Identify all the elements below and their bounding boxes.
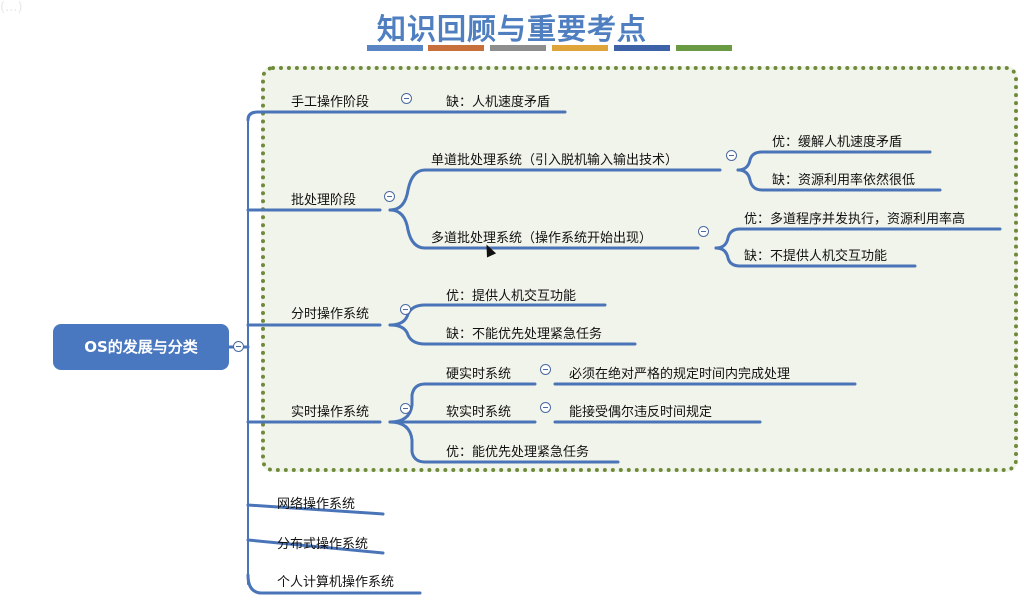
root-node[interactable]: OS的发展与分类 — [53, 324, 229, 370]
node-timesharing[interactable]: 分时操作系统 — [291, 307, 370, 322]
collapse-icon[interactable] — [698, 226, 709, 237]
title-bar-1 — [367, 45, 423, 51]
watermark-text: (...) — [0, 0, 23, 15]
node-soft-desc[interactable]: 能接受偶尔违反时间规定 — [569, 405, 713, 420]
collapse-icon[interactable] — [400, 304, 411, 315]
title-bar-3 — [490, 45, 546, 51]
node-single-pro[interactable]: 优：缓解人机速度矛盾 — [772, 135, 903, 150]
collapse-icon[interactable] — [540, 364, 551, 375]
underline-single — [388, 168, 722, 212]
title-bar-4 — [552, 45, 608, 51]
node-personal[interactable]: 个人计算机操作系统 — [277, 575, 395, 590]
node-multi[interactable]: 多道批处理系统（操作系统开始出现） — [431, 231, 653, 246]
node-ts-pro[interactable]: 优：提供人机交互功能 — [446, 289, 577, 304]
collapse-icon[interactable] — [400, 403, 411, 414]
title-bar-2 — [428, 45, 484, 51]
node-manual[interactable]: 手工操作阶段 — [291, 95, 370, 110]
underline-ts-con — [388, 323, 637, 346]
underline-multi-con — [714, 246, 917, 268]
collapse-icon[interactable] — [233, 341, 244, 352]
node-soft[interactable]: 软实时系统 — [446, 405, 512, 420]
collapse-icon[interactable] — [384, 191, 395, 202]
collapse-icon[interactable] — [540, 402, 551, 413]
node-network[interactable]: 网络操作系统 — [277, 497, 356, 512]
underline-network — [246, 503, 385, 516]
node-multi-pro[interactable]: 优：多道程序并发执行，资源利用率高 — [744, 212, 966, 227]
collapse-icon[interactable] — [401, 93, 412, 104]
node-manual-con[interactable]: 缺：人机速度矛盾 — [446, 95, 551, 110]
title-bar-6 — [676, 45, 732, 51]
node-multi-con[interactable]: 缺：不提供人机交互功能 — [744, 249, 888, 264]
underline-multi-pro — [714, 227, 1002, 250]
collapse-icon[interactable] — [726, 150, 737, 161]
underline-hard — [388, 382, 537, 424]
underline-ts-pro — [388, 303, 607, 327]
underline-rt-pro — [388, 420, 620, 464]
underline-single-con — [736, 168, 942, 192]
underline-distributed — [246, 538, 385, 555]
node-distributed[interactable]: 分布式操作系统 — [277, 537, 369, 552]
node-hard-desc[interactable]: 必须在绝对严格的规定时间内完成处理 — [569, 367, 791, 382]
highlight-frame — [261, 66, 1018, 472]
underline-multi — [388, 208, 700, 250]
page-title: 知识回顾与重要考点 — [376, 12, 647, 46]
node-rt-pro[interactable]: 优：能优先处理紧急任务 — [446, 445, 590, 460]
node-realtime[interactable]: 实时操作系统 — [291, 405, 370, 420]
node-hard[interactable]: 硬实时系统 — [446, 367, 512, 382]
node-ts-con[interactable]: 缺：不能优先处理紧急任务 — [446, 327, 603, 342]
underline-single-pro — [736, 150, 932, 172]
title-bar-5 — [614, 45, 670, 51]
node-single[interactable]: 单道批处理系统（引入脱机输入输出技术） — [431, 153, 679, 168]
underline-personal — [246, 573, 422, 595]
underline-manual — [246, 110, 382, 122]
node-single-con[interactable]: 缺：资源利用率依然很低 — [772, 173, 916, 188]
node-batch[interactable]: 批处理阶段 — [291, 193, 357, 208]
